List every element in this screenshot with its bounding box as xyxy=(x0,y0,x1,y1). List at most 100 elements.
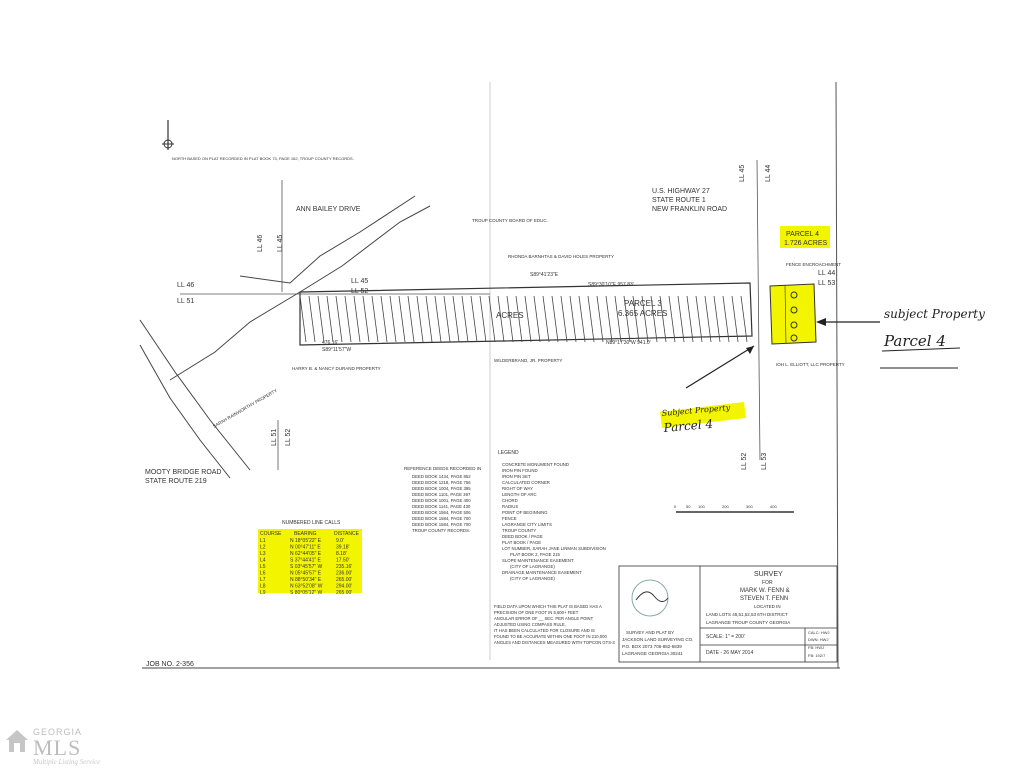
survey-company: JACKSON LAND SURVEYING CO. xyxy=(622,637,693,642)
line-call-course: L6 xyxy=(260,571,266,577)
watermark-sub: Multiple Listing Service xyxy=(33,758,101,766)
line-call-distance: 235.16' xyxy=(336,564,352,570)
hatch-line xyxy=(560,295,568,343)
hatch-line xyxy=(371,295,379,343)
parcel3-area: 6.365 ACRES xyxy=(618,309,667,318)
watermark-top: GEORGIA xyxy=(33,727,83,737)
legend-item: (CITY OF LAGRANGE) xyxy=(510,576,555,581)
owner-label: FENCE ENCROACHMENT xyxy=(786,262,841,267)
road-label-mooty: MOOTY BRIDGE ROAD xyxy=(145,469,222,476)
scale-tick-label: 300 xyxy=(746,504,753,509)
reference-deed-line: DEED BOOK 1101, PAGE 397 xyxy=(412,492,471,497)
hatch-line xyxy=(389,295,397,343)
watermark-main: MLS xyxy=(33,735,82,760)
reference-deed-line: DEED BOOK 1001, PAGE 400 xyxy=(412,498,471,503)
legend-item: CHORD xyxy=(502,498,518,503)
bearing-label: 476.16' xyxy=(322,340,338,346)
line-call-bearing: S 37°44'41" E xyxy=(290,558,322,564)
hatch-line xyxy=(398,295,406,343)
line-calls-header: BEARING xyxy=(294,531,317,537)
line-call-bearing: N 18°05'22" E xyxy=(290,538,322,544)
legend-item: SLOPE MAINTENANCE EASEMENT xyxy=(502,558,574,563)
parcel4-highlight xyxy=(769,283,817,345)
line-call-bearing: N 63°52'08" W xyxy=(290,584,323,590)
hatch-line xyxy=(425,295,433,343)
hatch-line xyxy=(704,295,712,343)
owner-label: RHONDA BARNHTAS & DAVID HOLES PROPERTY xyxy=(508,254,614,259)
ll-label: LL 52 xyxy=(285,429,292,446)
parcel3-outline xyxy=(299,282,753,346)
hatch-line xyxy=(335,295,343,343)
legend-item: RIGHT OF WAY xyxy=(502,486,533,491)
survey-fb: FB: 192/7 xyxy=(808,653,826,658)
closure-note-line: FOUND TO BE ACCURATE WITHIN ONE FOOT IN … xyxy=(494,634,607,639)
owner-label: WILDERBRAND, JR. PROPERTY xyxy=(494,358,562,363)
subject-property-annotation-left: Subject Property Parcel 4 xyxy=(660,345,755,435)
parcel-label-2: Parcel 4 xyxy=(883,332,946,350)
line-call-course: L8 xyxy=(260,584,266,590)
right-border xyxy=(835,81,839,669)
hatch-line xyxy=(515,295,523,343)
hatch-line xyxy=(452,295,460,343)
owner-label: HARRY B. & NANCY DURAND PROPERTY xyxy=(292,366,381,371)
line-call-distance: 8.18' xyxy=(336,551,347,557)
line-calls-highlight xyxy=(258,529,362,593)
acres-label: ACRES xyxy=(496,311,524,320)
hatch-line xyxy=(470,295,478,343)
reference-deed-line: TROUP COUNTY RECORDS. xyxy=(412,528,470,533)
ll-label: LL 45 xyxy=(277,235,284,252)
hatch-line xyxy=(632,295,640,343)
reference-deed-line: DEED BOOK 1141, PAGE 430 xyxy=(412,504,471,509)
signature-icon xyxy=(635,591,669,602)
closure-note-line: PRECISION OF ONE FOOT IN 5,600+ FEET xyxy=(494,610,579,615)
line-call-distance: 265.00' xyxy=(336,590,352,596)
hatch-line xyxy=(740,295,748,343)
legend-item: FENCE xyxy=(502,516,517,521)
scale-tick-label: 400 xyxy=(770,504,777,509)
closure-note-line: ANGULAR ERROR OF __ SEC. PER ANGLE POINT xyxy=(494,616,594,621)
legend-item: DEED BOOK / PAGE xyxy=(502,534,543,539)
legend-item: CONCRETE MONUMENT FOUND xyxy=(502,462,569,467)
ll-label: LL 53 xyxy=(761,453,768,470)
line-call-course: L4 xyxy=(260,558,266,564)
survey-city-zip: LAGRANGE GEORGIA 30241 xyxy=(622,651,683,656)
legend-item: LOT NUMBER, SARAH JANE LINMAN SUBDIVISIO… xyxy=(502,546,606,551)
road-label-ann-bailey: ANN BAILEY DRIVE xyxy=(296,206,361,213)
bearing-label: S89°30'10"E 957.83' xyxy=(588,282,634,288)
line-call-course: L5 xyxy=(260,564,266,570)
closure-note-line: ANGLES AND DISTANCES MEASURED WITH TOPCO… xyxy=(494,640,615,645)
ll-label: LL 44 xyxy=(765,165,772,182)
hatch-line xyxy=(641,295,649,343)
hatch-line xyxy=(623,295,631,343)
hatch-line xyxy=(677,295,685,343)
hatching xyxy=(299,295,748,343)
reference-deed-line: DEED BOOK 1434, PAGE 852 xyxy=(412,474,471,479)
survey-client1: MARK W. FENN & xyxy=(740,588,790,594)
ll-label: LL 45 xyxy=(351,278,368,285)
ll-label: LL 52 xyxy=(351,288,368,295)
legend-item: LENGTH OF ARC xyxy=(502,492,537,497)
ll-label: LL 44 xyxy=(818,270,835,277)
hatch-line xyxy=(461,295,469,343)
hatch-line xyxy=(416,295,424,343)
reference-deed-line: DEED BOOK 1218, PAGE 756 xyxy=(412,480,471,485)
bearing-label: S89°41'23"E xyxy=(530,272,559,278)
line-call-course: L9 xyxy=(260,590,266,596)
line-call-distance: 294.00' xyxy=(336,584,352,590)
hatch-line xyxy=(317,295,325,343)
north-note: NORTH BASED ON PLAT RECORDED IN PLAT BOO… xyxy=(172,156,354,161)
hatch-line xyxy=(551,295,559,343)
survey-fb: CALC: HWJ xyxy=(808,630,830,635)
legend-item: POINT OF BEGINNING xyxy=(502,510,548,515)
legend-item: LAGRANGE CITY LIMITS xyxy=(502,522,552,527)
reference-deed-line: DEED BOOK 1004, PAGE 395 xyxy=(412,486,471,491)
hatch-line xyxy=(479,295,487,343)
ll-label: LL 53 xyxy=(818,280,835,287)
hatch-line xyxy=(299,295,307,343)
hatch-line xyxy=(578,295,586,343)
closure-note-line: ADJUSTED USING COMPASS RULE. xyxy=(494,622,566,627)
hatch-line xyxy=(308,295,316,343)
closure-note-line: FIELD DATA UPON WHICH THIS PLAT IS BASED… xyxy=(494,604,602,609)
line-calls-title: NUMBERED LINE CALLS xyxy=(282,520,341,526)
